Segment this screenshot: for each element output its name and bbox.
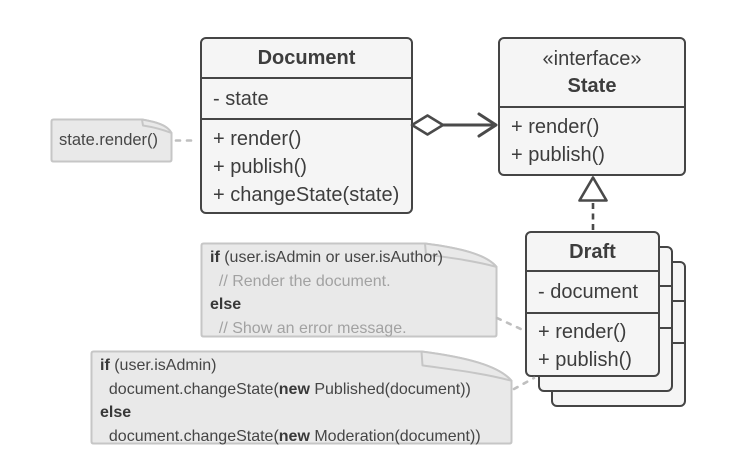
class-attributes-document: - state: [202, 79, 411, 120]
note-line: // Show an error message.: [218, 319, 407, 337]
aggregation-connector: [410, 112, 498, 138]
note-render-logic: if (user.isAdmin or user.isAuthor) // Re…: [200, 242, 498, 338]
note-line: if (user.isAdmin or user.isAuthor): [210, 249, 443, 266]
note-publish-logic: if (user.isAdmin) document.changeState(n…: [90, 350, 513, 445]
class-methods-document: + render() + publish() + changeState(state…: [202, 120, 411, 209]
aggregation-diamond-icon: [410, 114, 445, 136]
class-methods-draft: + render() + publish(): [527, 314, 658, 374]
class-title-draft: Draft: [527, 233, 658, 272]
class-attribute: - document: [538, 281, 639, 303]
folded-corner-icon: [420, 350, 513, 382]
note-line: document.changeState(new Moderation(docu…: [100, 427, 481, 445]
class-method: + render(): [213, 128, 302, 150]
class-method: + render(): [538, 321, 627, 343]
note-outline: [200, 242, 498, 338]
note-line: else: [210, 296, 242, 313]
note-text: if (user.isAdmin or user.isAuthor) // Re…: [200, 242, 498, 340]
class-box-document: Document - state + render()+ publish()+ …: [200, 37, 413, 214]
note-outline: [90, 350, 513, 445]
realization-connector: [578, 176, 608, 230]
folded-corner-icon: [423, 242, 498, 268]
interface-box-state: «interface» State + render() + publish(): [498, 37, 686, 176]
note-line: document.changeState(new Published(docum…: [100, 380, 471, 398]
class-method: + publish(): [213, 156, 307, 178]
hollow-triangle-icon: [578, 176, 608, 202]
class-title-document: Document: [202, 39, 411, 79]
class-attribute: - state: [213, 87, 269, 110]
note-connector-publish-logic: [512, 376, 536, 391]
class-box-draft: Draft - document + render() + publish(): [525, 231, 660, 377]
interface-methods-state: + render() + publish(): [500, 108, 684, 169]
interface-header-state: «interface» State: [500, 39, 684, 108]
interface-title-state: State: [567, 75, 617, 97]
class-method: + publish(): [511, 144, 605, 166]
note-line: if (user.isAdmin): [100, 357, 217, 374]
note-text: state.render(): [59, 131, 159, 149]
note-connector-render-logic: [495, 316, 525, 332]
note-line: // Render the document.: [218, 272, 391, 290]
folded-corner-icon: [140, 118, 173, 134]
class-method: + publish(): [538, 349, 632, 371]
note-state-render: state.render(): [50, 118, 173, 163]
note-line: else: [100, 404, 132, 421]
open-arrowhead-icon: [477, 112, 498, 138]
class-method: + changeState(state): [213, 184, 400, 206]
class-attributes-draft: - document: [527, 272, 658, 314]
note-outline: [50, 118, 173, 163]
interface-stereotype: «interface»: [542, 48, 642, 70]
class-method: + render(): [511, 116, 600, 138]
note-text: if (user.isAdmin) document.changeState(n…: [90, 350, 513, 448]
